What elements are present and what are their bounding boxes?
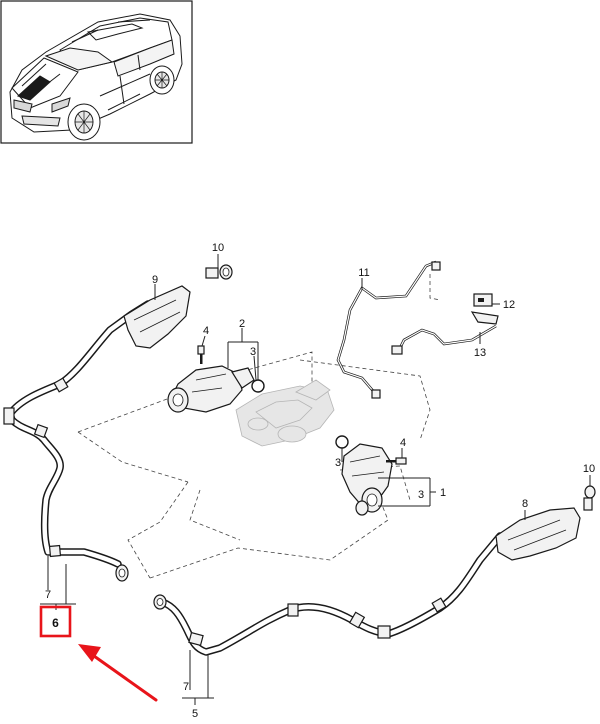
left-coolant-hose xyxy=(3,300,152,582)
red-arrow-icon xyxy=(78,644,158,702)
heat-shield-upper xyxy=(123,285,191,349)
label-2: 2 xyxy=(239,318,245,330)
callout-lines xyxy=(40,254,591,705)
label-7-left: 7 xyxy=(45,589,51,601)
part-labels: 10 9 2 4 3 11 12 13 4 3 3 1 8 10 7 7 5 xyxy=(45,242,595,720)
vehicle-thumbnail xyxy=(0,0,193,144)
highlight-box xyxy=(39,605,72,638)
plug-10-left xyxy=(205,264,233,280)
thermostat-housing-left xyxy=(167,345,265,413)
label-3-right: 3 xyxy=(335,457,341,469)
label-8: 8 xyxy=(522,498,528,510)
connector-12 xyxy=(470,293,499,325)
car-icon xyxy=(9,13,183,141)
label-6: 6 xyxy=(52,616,59,630)
heat-shield-right xyxy=(495,507,581,561)
highlight-part-6: 6 xyxy=(39,605,72,638)
label-4-right: 4 xyxy=(400,437,406,449)
label-13: 13 xyxy=(474,347,486,359)
label-7-right: 7 xyxy=(183,681,189,693)
sensor-wiring xyxy=(336,260,497,399)
thermostat-housing-right xyxy=(335,435,407,516)
label-12: 12 xyxy=(503,299,515,311)
label-3-bracket: 3 xyxy=(418,489,424,501)
label-10-right: 10 xyxy=(583,463,595,475)
label-5: 5 xyxy=(192,708,198,720)
right-coolant-hose xyxy=(153,532,504,656)
label-4-left: 4 xyxy=(203,325,209,337)
plug-10-right xyxy=(583,485,596,511)
label-3-left: 3 xyxy=(250,346,256,358)
label-11: 11 xyxy=(358,267,369,279)
label-10-left: 10 xyxy=(212,242,224,254)
assembly-outline xyxy=(77,351,431,579)
engine-ghost xyxy=(235,379,335,447)
label-9: 9 xyxy=(152,274,158,286)
label-1: 1 xyxy=(440,487,446,499)
